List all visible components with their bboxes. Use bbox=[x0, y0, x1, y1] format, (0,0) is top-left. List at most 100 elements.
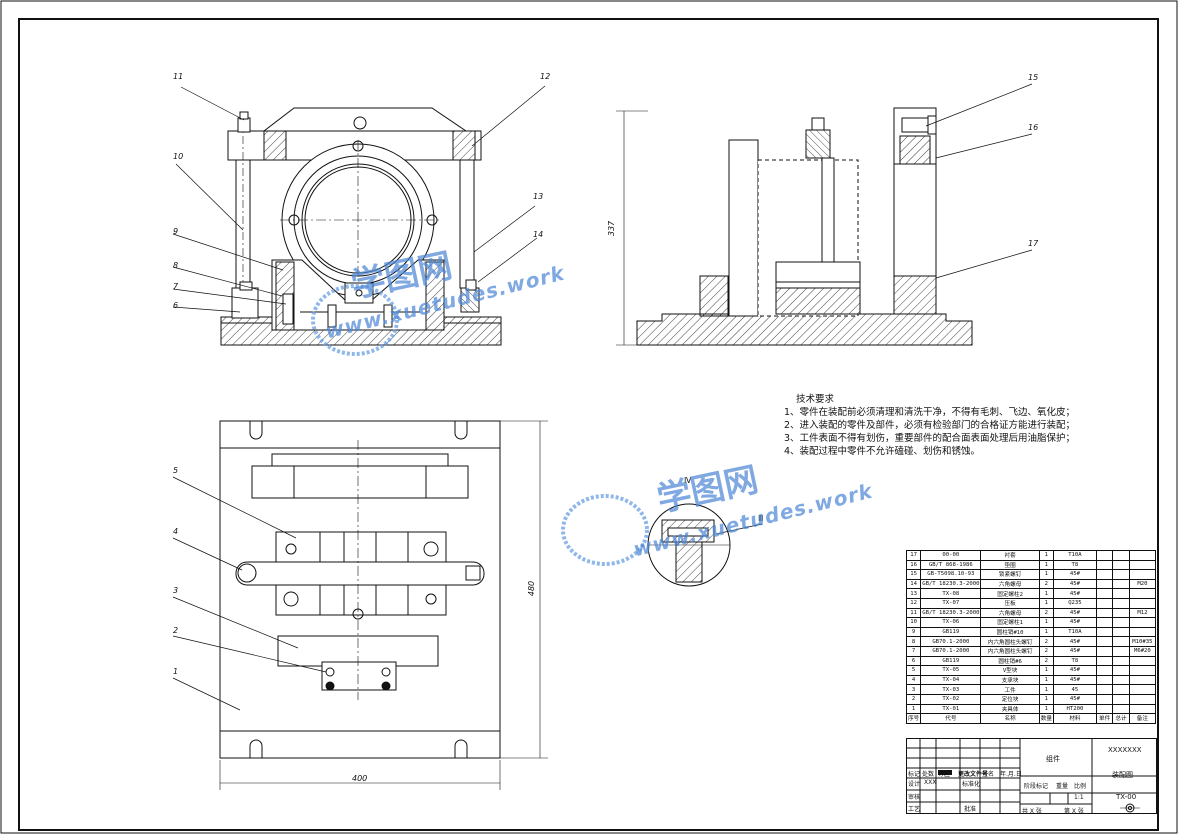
part-label-3: 3 bbox=[173, 586, 179, 595]
bom-header-cell: 单件 bbox=[1095, 713, 1114, 724]
watermark-logo bbox=[311, 284, 649, 566]
bom-cell bbox=[1128, 597, 1157, 609]
bom-cell bbox=[1112, 665, 1130, 676]
part-label-15: 15 bbox=[1028, 73, 1039, 82]
bom-cell: 45# bbox=[1052, 665, 1097, 676]
tb-label-shenhe: 审核 bbox=[908, 794, 921, 801]
bom-cell: 1 bbox=[1038, 569, 1054, 580]
bom-cell bbox=[1112, 684, 1130, 695]
bom-cell bbox=[1112, 597, 1130, 609]
bom-cell: 45# bbox=[1052, 693, 1097, 705]
dim-height: 337 bbox=[607, 220, 617, 237]
bom-cell: HT200 bbox=[1052, 703, 1097, 715]
bom-cell: 六角螺母 bbox=[980, 578, 1040, 590]
tb-label-chushu: 处数 bbox=[922, 771, 935, 778]
bom-cell: 1 bbox=[1038, 665, 1054, 676]
bom-cell: TX-06 bbox=[920, 617, 982, 628]
bom-cell: TX-08 bbox=[920, 588, 982, 599]
bom-cell bbox=[1112, 617, 1130, 628]
bom-cell: 六角螺母 bbox=[980, 607, 1040, 619]
bom-cell: 45# bbox=[1052, 607, 1097, 619]
bom-cell bbox=[1095, 693, 1114, 705]
bom-header-cell: 代号 bbox=[920, 713, 982, 724]
bom-cell: 45# bbox=[1052, 674, 1097, 686]
bom-cell bbox=[1112, 569, 1130, 580]
tech-item: 4、装配过程中零件不允许磕碰、划伤和锈蚀。 bbox=[784, 446, 981, 457]
bom-cell bbox=[1112, 626, 1130, 638]
part-label-6: 6 bbox=[173, 301, 179, 310]
bom-cell: 2 bbox=[1038, 636, 1054, 647]
bom-cell bbox=[1095, 655, 1114, 667]
bom-cell: 2 bbox=[1038, 645, 1054, 657]
bom-cell: 3 bbox=[905, 684, 922, 695]
tb-label-gongyi: 工艺 bbox=[908, 806, 921, 813]
top-leaders bbox=[172, 476, 327, 711]
bom-cell: 7 bbox=[905, 645, 922, 657]
front-leaders bbox=[172, 85, 546, 313]
bom-cell bbox=[1095, 665, 1114, 676]
bom-cell bbox=[1112, 674, 1130, 686]
bom-cell: 1 bbox=[1038, 617, 1054, 628]
bom-cell: 2 bbox=[1038, 655, 1054, 667]
bom-cell: GB70.1-2000 bbox=[920, 645, 982, 657]
part-label-13: 13 bbox=[533, 192, 544, 201]
bom-cell: TX-04 bbox=[920, 674, 982, 686]
bom-cell: 垫圈 bbox=[980, 559, 1040, 571]
bom-cell: 12 bbox=[905, 597, 922, 609]
bom-cell: 11 bbox=[905, 607, 922, 619]
bom-cell: TX-01 bbox=[920, 703, 982, 715]
bom-cell: 14 bbox=[905, 578, 922, 590]
bom-cell bbox=[1095, 588, 1114, 599]
bom-cell bbox=[1128, 617, 1157, 628]
bom-cell: 45# bbox=[1052, 578, 1097, 590]
bom-cell bbox=[1128, 550, 1157, 561]
bom-cell: GB119 bbox=[920, 655, 982, 667]
bom-cell: 45# bbox=[1052, 645, 1097, 657]
part-label-14: 14 bbox=[533, 230, 544, 239]
bom-cell: 6 bbox=[905, 655, 922, 667]
bom-cell: T8 bbox=[1052, 655, 1097, 667]
bom-cell bbox=[1095, 597, 1114, 609]
part-label-8: 8 bbox=[173, 261, 179, 270]
tech-item: 2、进入装配的零件及部件，必须有检验部门的合格证方能进行装配； bbox=[784, 420, 1076, 431]
tb-label-jieduan: 阶段标记 bbox=[1024, 783, 1049, 790]
part-label-12: 12 bbox=[540, 72, 551, 81]
bom-cell: 45# bbox=[1052, 569, 1097, 580]
section-mark-iii: Ⅲ bbox=[758, 514, 764, 523]
bom-cell: TX-03 bbox=[920, 684, 982, 695]
bom-cell bbox=[1128, 655, 1157, 667]
bom-cell: 45# bbox=[1052, 588, 1097, 599]
tb-company: XXXXXXX bbox=[1108, 746, 1142, 754]
bom-cell: GB-T5098.10-93 bbox=[920, 569, 982, 580]
bom-cell bbox=[1112, 636, 1130, 647]
bom-header-cell: 总计 bbox=[1112, 713, 1130, 724]
bom-cell: 2 bbox=[905, 693, 922, 705]
part-label-1: 1 bbox=[173, 667, 179, 676]
bom-cell: 5 bbox=[905, 665, 922, 676]
bom-cell: 2 bbox=[1038, 578, 1054, 590]
bom-cell: 圆柱销#6 bbox=[980, 655, 1040, 667]
bom-cell: 1 bbox=[1038, 693, 1054, 705]
bom-cell: TX-05 bbox=[920, 665, 982, 676]
bom-cell: V型块 bbox=[980, 665, 1040, 676]
tb-label-qianming: 签名 bbox=[982, 771, 995, 778]
bom-cell bbox=[1112, 559, 1130, 571]
bom-cell bbox=[1095, 578, 1114, 590]
tb-label-biaoji: 标记 bbox=[908, 771, 921, 778]
bom-cell: M10#35 bbox=[1128, 636, 1157, 647]
bom-cell: 16 bbox=[905, 559, 922, 571]
bom-cell bbox=[1095, 550, 1114, 561]
tb-label-zhang: 共 X 张 bbox=[1022, 808, 1042, 815]
bom-cell bbox=[1095, 607, 1114, 619]
bom-cell: TX-02 bbox=[920, 693, 982, 705]
bom-cell: 45# bbox=[1052, 636, 1097, 647]
